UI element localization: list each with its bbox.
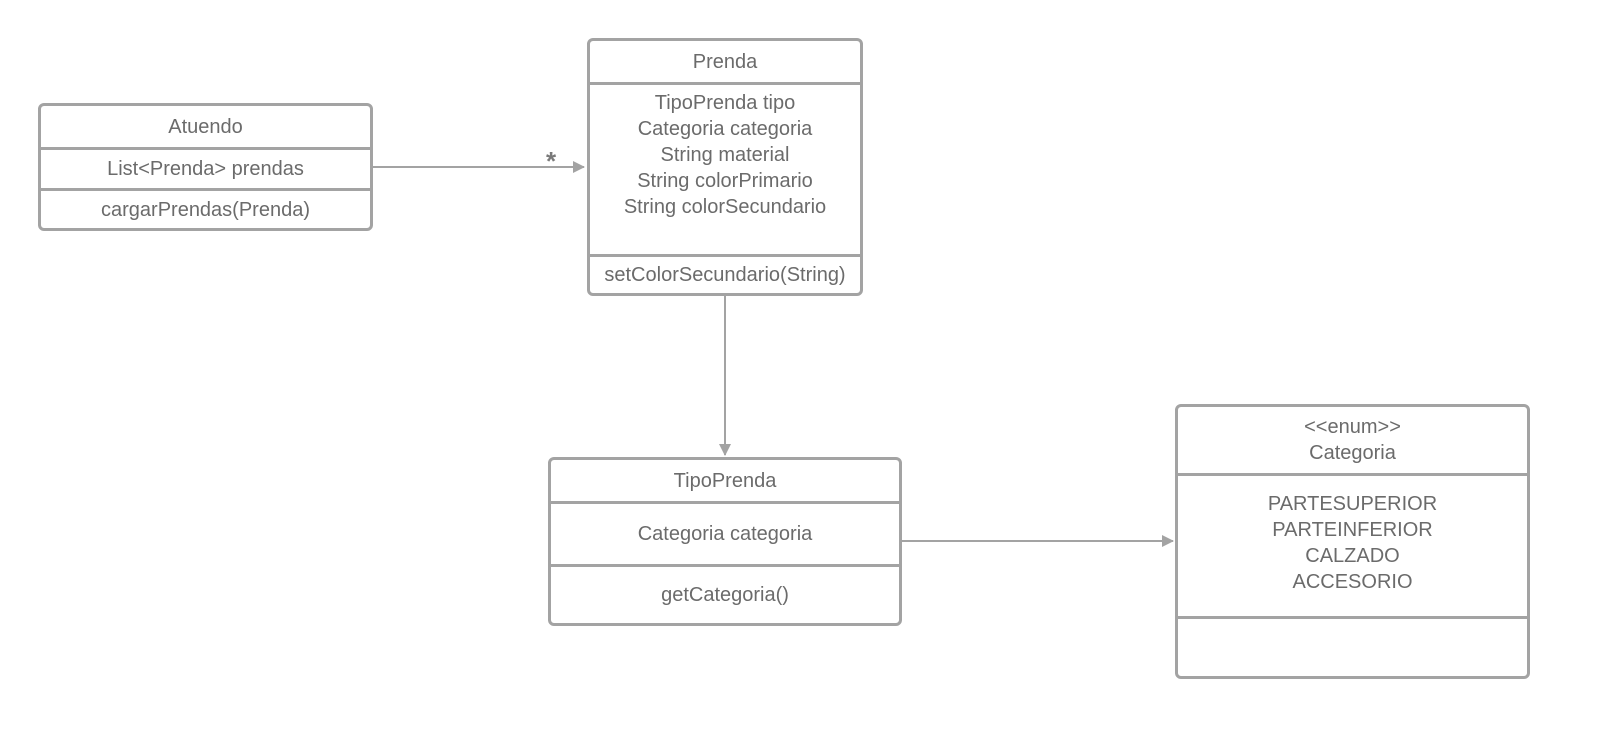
methods-section: cargarPrendas(Prenda) [41,188,370,228]
class-name: Atuendo [168,115,243,138]
enum-values-section: PARTESUPERIOR PARTEINFERIOR CALZADO ACCE… [1178,473,1527,616]
enum-methods-section [1178,616,1527,676]
class-tipoprenda[interactable]: TipoPrenda Categoria categoria getCatego… [548,457,902,626]
class-name: Categoria [1309,442,1396,464]
enum-value: CALZADO [1305,545,1400,567]
class-name-section: Atuendo [41,106,370,147]
method: getCategoria() [661,584,789,606]
multiplicity-label: * [546,146,557,176]
attributes-section: TipoPrenda tipo Categoria categoria Stri… [590,82,860,254]
attribute: String colorSecundario [623,196,827,218]
enum-value: PARTEINFERIOR [1272,519,1433,541]
enum-stereotype: <<enum>> [1304,416,1401,438]
class-name: Prenda [692,50,758,73]
enum-value: PARTESUPERIOR [1267,493,1438,515]
class-name: TipoPrenda [673,469,777,492]
attribute: TipoPrenda tipo [654,92,796,114]
enum-header-section: <<enum>> Categoria [1178,407,1527,473]
method: cargarPrendas(Prenda) [101,198,310,221]
class-name-section: TipoPrenda [551,460,899,501]
class-prenda[interactable]: Prenda TipoPrenda tipo Categoria categor… [587,38,863,296]
enum-value: ACCESORIO [1292,571,1413,593]
class-name-section: Prenda [590,41,860,82]
methods-section: setColorSecundario(String) [590,254,860,293]
attribute: String colorPrimario [637,170,813,192]
attributes-section: List<Prenda> prendas [41,147,370,188]
method: setColorSecundario(String) [604,264,846,286]
attribute: List<Prenda> prendas [107,158,304,180]
attribute: Categoria categoria [637,523,813,545]
class-atuendo[interactable]: Atuendo List<Prenda> prendas cargarPrend… [38,103,373,231]
attribute: String material [660,144,790,166]
attribute: Categoria categoria [637,118,813,140]
methods-section: getCategoria() [551,564,899,623]
enum-categoria[interactable]: <<enum>> Categoria PARTESUPERIOR PARTEIN… [1175,404,1530,679]
attributes-section: Categoria categoria [551,501,899,564]
